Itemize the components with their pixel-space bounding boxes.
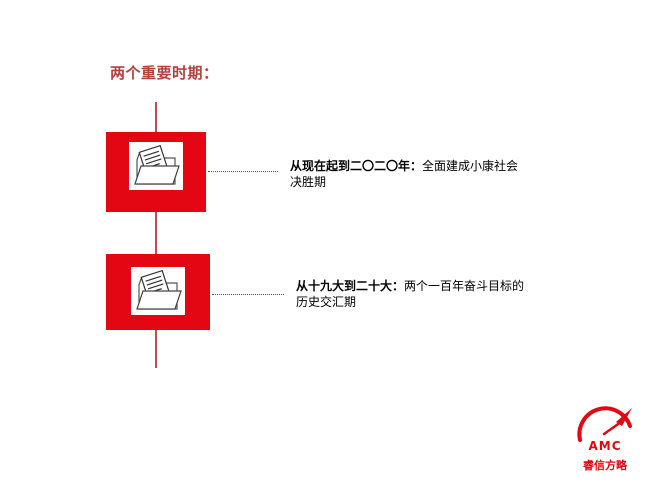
folder-documents-icon xyxy=(131,267,185,315)
timeline-node-1 xyxy=(106,132,206,212)
timeline-item-2-body-line1: 两个一百年奋斗目标的 xyxy=(404,279,525,293)
connector-line-1 xyxy=(208,171,278,172)
timeline-item-2-head: 从十九大到二十大： xyxy=(296,279,405,293)
timeline-segment-bottom xyxy=(155,330,157,368)
timeline-node-2 xyxy=(106,254,210,330)
timeline-item-2-body-line2: 历史交汇期 xyxy=(296,295,357,309)
timeline-item-1-body-line1: 全面建成小康社会 xyxy=(422,159,519,173)
timeline-item-1-text: 从现在起到二〇二〇年：全面建成小康社会 决胜期 xyxy=(290,158,550,190)
page-title: 两个重要时期： xyxy=(110,64,219,82)
connector-line-2 xyxy=(212,294,284,295)
logo-abbr: AMC xyxy=(588,439,622,453)
timeline-segment-middle xyxy=(155,212,157,254)
folder-documents-icon xyxy=(129,142,183,190)
amc-logo: AMC 睿信方略 xyxy=(572,404,638,476)
timeline-segment-top xyxy=(155,102,157,132)
logo-name: 睿信方略 xyxy=(583,459,627,472)
gauge-arrow-icon xyxy=(577,406,632,442)
timeline-item-2-text: 从十九大到二十大：两个一百年奋斗目标的 历史交汇期 xyxy=(296,278,556,310)
timeline-item-1-body-line2: 决胜期 xyxy=(290,175,327,189)
timeline-item-1-head: 从现在起到二〇二〇年： xyxy=(290,159,423,173)
